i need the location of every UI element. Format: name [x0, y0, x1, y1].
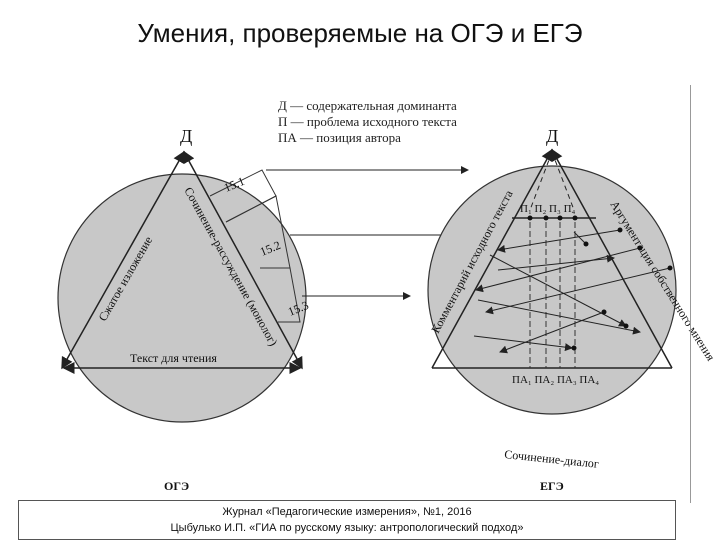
ege-circle-group: Д П₁ П₂ П₃ П₄ ПА₁ ПА₂ ПА₃ ПА₄ Комментари… [427, 126, 718, 471]
ege-exam-label: ЕГЭ [540, 479, 564, 493]
legend-item-dominant: Д — содержательная доминанта [278, 98, 457, 113]
source-caption: Журнал «Педагогические измерения», №1, 2… [18, 500, 676, 540]
oge-exam-label: ОГЭ [164, 479, 189, 493]
ege-top-label: П₁ П₂ П₃ П₄ [520, 203, 576, 215]
legend-item-problem: П — проблема исходного текста [278, 114, 457, 129]
oge-triangle-right [183, 150, 303, 370]
oge-base-label: Текст для чтения [130, 351, 217, 365]
ege-bottom-label: ПА₁ ПА₂ ПА₃ ПА₄ [512, 374, 599, 386]
oge-circle [57, 173, 307, 423]
oge-triangle-left [61, 150, 185, 370]
oge-circle-group: Д 15.1 15.2 15.3 Сжатое изложение Сочине… [57, 126, 311, 423]
right-border-line [690, 85, 691, 503]
ege-circle [427, 165, 677, 415]
ege-triangle-left [431, 148, 553, 369]
ege-apex-label: Д [546, 126, 558, 146]
caption-line-1: Журнал «Педагогические измерения», №1, 2… [222, 506, 472, 518]
caption-line-2: Цыбулько И.П. «ГИА по русскому языку: ан… [170, 522, 524, 534]
oge-apex-label: Д [180, 126, 192, 146]
ege-below-label: Сочинение-диалог [504, 447, 600, 471]
legend: Д — содержательная доминанта П — проблем… [278, 98, 457, 146]
legend-item-author-position: ПА — позиция автора [278, 130, 401, 145]
task-box-15-3 [260, 267, 301, 323]
slide-title: Умения, проверяемые на ОГЭ и ЕГЭ [137, 18, 583, 48]
